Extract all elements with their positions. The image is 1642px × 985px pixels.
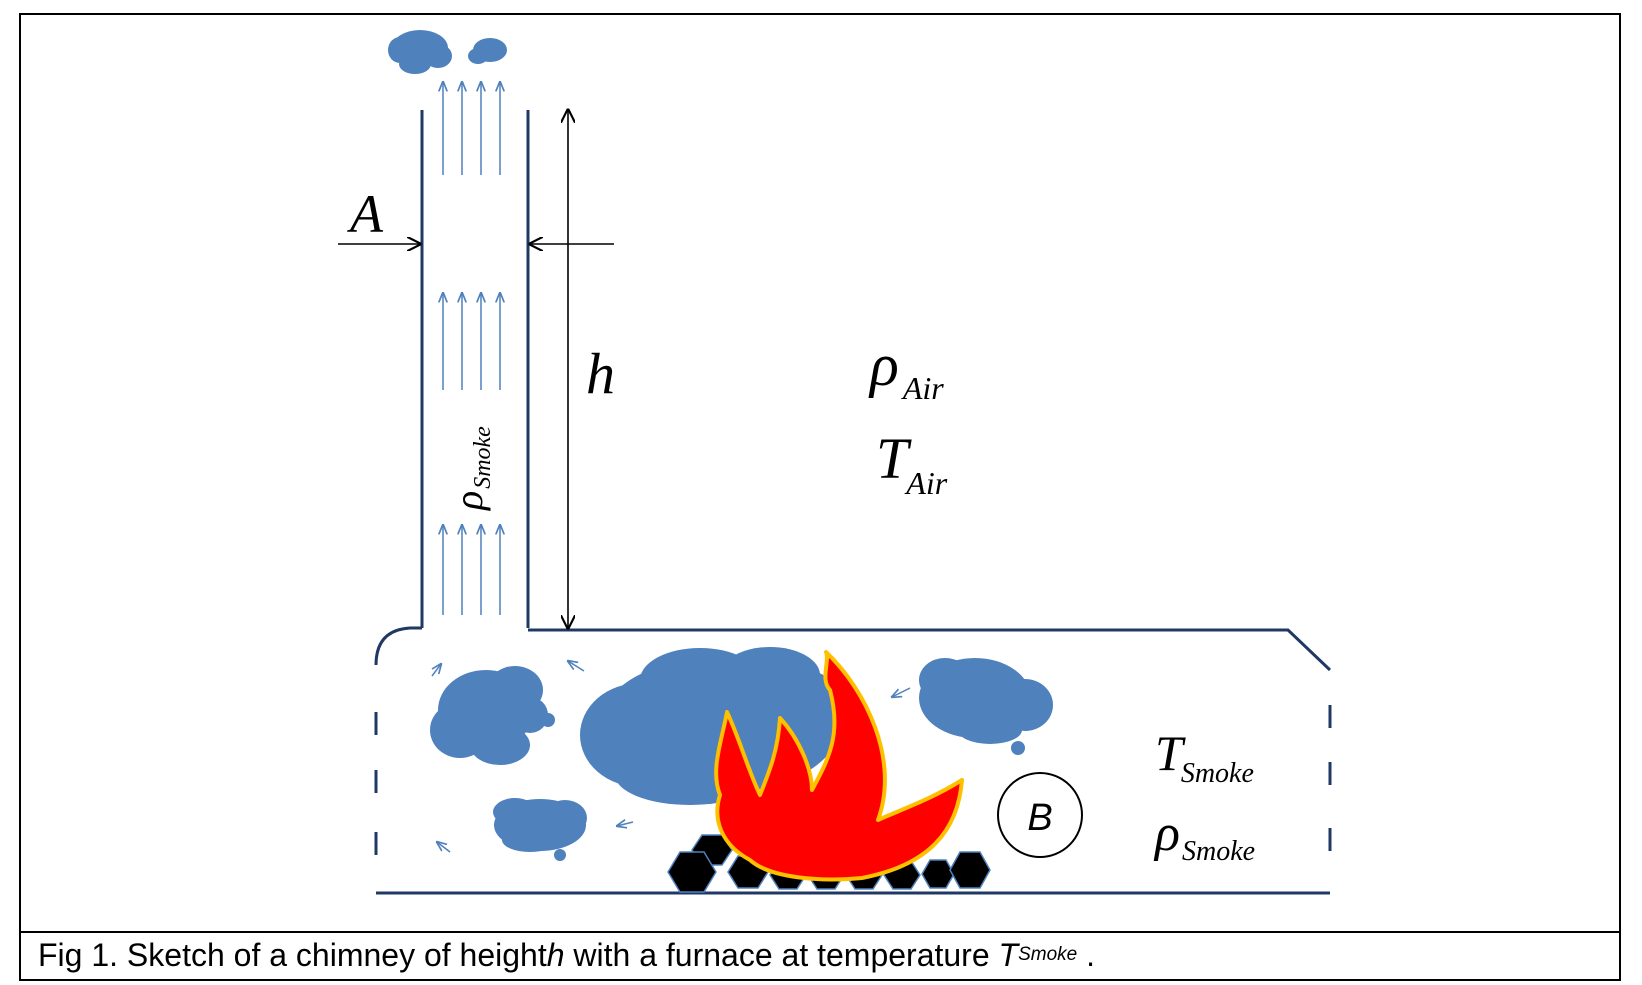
flame (714, 650, 964, 882)
caption-h: h (546, 936, 565, 973)
chimney-flow-arrows (443, 82, 500, 615)
area-label: A (347, 184, 384, 244)
smoke-cloud-left (430, 666, 555, 765)
smoke-cloud-top-right (468, 38, 507, 64)
blower-circle (997, 772, 1083, 858)
furnace-flow-arrows (431, 661, 911, 853)
blower-label: B (1027, 797, 1052, 839)
t-air-label: TAir (876, 426, 948, 501)
caption-t-sub: Smoke (1018, 944, 1078, 965)
caption-t: T (998, 936, 1019, 973)
caption-suffix: . (1077, 936, 1095, 973)
t-smoke-label: TSmoke (1155, 725, 1254, 789)
caption-middle: with a furnace at temperature (564, 936, 999, 973)
caption-prefix: Fig 1. Sketch of a chimney of height (38, 936, 547, 973)
smoke-cloud-top-left (388, 30, 452, 74)
smoke-cloud-right (919, 658, 1053, 755)
chimney (420, 110, 530, 628)
furnace (374, 626, 1332, 895)
rho-smoke-chimney-label: ρSmoke (446, 426, 496, 512)
rho-smoke-label: ρSmoke (1153, 805, 1255, 867)
figure-caption: Fig 1. Sketch of a chimney of height h w… (20, 932, 1620, 978)
smoke-cloud-bottom-left (493, 798, 587, 861)
figure-frame (19, 13, 1621, 981)
height-label: h (586, 341, 615, 406)
